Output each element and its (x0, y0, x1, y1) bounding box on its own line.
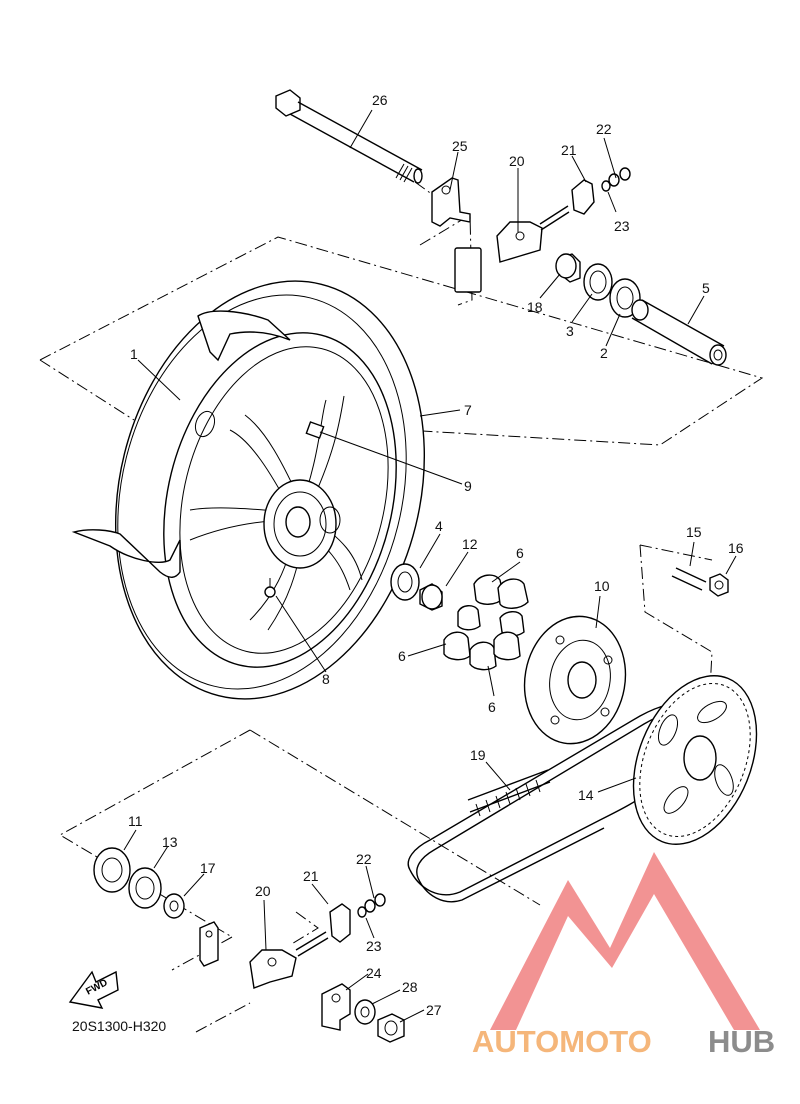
callout-6-top: 6 (516, 545, 524, 561)
watermark-triangle-icon (490, 852, 760, 1030)
assembly-guides (39, 181, 764, 1033)
callout-21-lower: 21 (303, 868, 319, 884)
callout-18: 18 (527, 299, 543, 315)
callout-3: 3 (566, 323, 574, 339)
callout-24: 24 (366, 965, 382, 981)
watermark-text-hub: HUB (708, 1024, 775, 1059)
callout-9: 9 (464, 478, 472, 494)
watermark-text-automoto: AUTOMOTO (472, 1024, 652, 1059)
callout-6-left: 6 (398, 648, 406, 664)
callout-15: 15 (686, 524, 702, 540)
callout-8: 8 (322, 671, 330, 687)
sprocket-hub (523, 615, 627, 745)
callout-23-lower: 23 (366, 938, 382, 954)
callout-4: 4 (435, 518, 443, 534)
right-bearings (555, 253, 727, 366)
callout-22-lower: 22 (356, 851, 372, 867)
callout-19: 19 (470, 747, 486, 763)
callout-26: 26 (372, 92, 388, 108)
upper-chain-adjuster (431, 167, 631, 293)
callout-27: 27 (426, 1002, 442, 1018)
hub-dampers (443, 574, 529, 671)
callout-1: 1 (130, 346, 138, 362)
hub-bearing (390, 563, 443, 611)
callout-labels: 26 25 20 21 22 23 18 3 2 5 1 7 9 4 12 6 … (128, 92, 744, 1018)
callout-21: 21 (561, 142, 577, 158)
callout-7: 7 (464, 402, 472, 418)
watermark-logo (490, 852, 760, 1030)
callout-20: 20 (509, 153, 525, 169)
callout-17: 17 (200, 860, 216, 876)
diagram-code: 20S1300-H320 (72, 1018, 166, 1034)
callout-22: 22 (596, 121, 612, 137)
left-bearings (93, 847, 185, 919)
callout-23: 23 (614, 218, 630, 234)
callout-28: 28 (402, 979, 418, 995)
callout-20-lower: 20 (255, 883, 271, 899)
rear-sprocket (632, 675, 758, 845)
axle (275, 89, 423, 184)
leader-lines (123, 109, 737, 1023)
callout-11: 11 (128, 813, 143, 829)
callout-16: 16 (728, 540, 744, 556)
stud-and-nut (671, 567, 729, 597)
callout-10: 10 (594, 578, 610, 594)
callout-6-bottom: 6 (488, 699, 496, 715)
fwd-arrow: FWD (68, 970, 119, 1009)
callout-12: 12 (462, 536, 478, 552)
lower-chain-adjuster (199, 893, 405, 1043)
callout-5: 5 (702, 280, 710, 296)
callout-25: 25 (452, 138, 468, 154)
callout-2: 2 (600, 345, 608, 361)
callout-14: 14 (578, 787, 594, 803)
rear-wheel (71, 280, 426, 700)
callout-13: 13 (162, 834, 178, 850)
